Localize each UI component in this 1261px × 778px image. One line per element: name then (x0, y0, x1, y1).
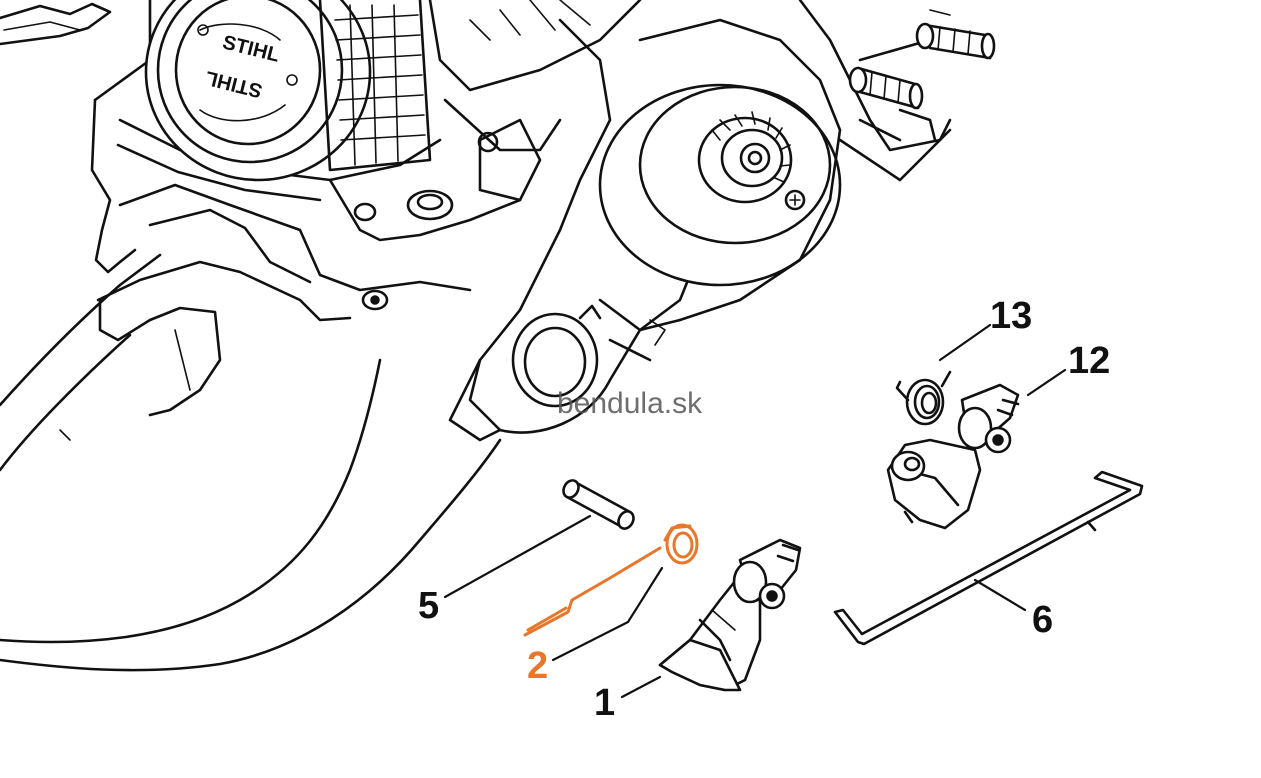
callout-12: 12 (1068, 340, 1110, 382)
leader-6 (973, 578, 1027, 612)
part-12-lever (886, 383, 1020, 530)
stud-bolt-lower (848, 66, 924, 110)
chainsaw-body-illustration: STIHL STIHL (0, 0, 996, 672)
watermark-text: bendula.sk (557, 387, 703, 420)
cylinder-fins (318, 0, 432, 172)
leader-13 (938, 323, 992, 362)
leader-12 (1026, 368, 1067, 397)
callout-2: 2 (527, 645, 548, 687)
leader-2 (551, 566, 664, 662)
callout-labels: 13 12 5 6 2 1 (418, 295, 1110, 724)
stud-bolt-upper (915, 22, 996, 60)
part-5-pin (562, 479, 635, 530)
leader-1 (620, 675, 662, 699)
callout-1: 1 (594, 682, 615, 724)
part-13-spring (895, 370, 952, 426)
part-6-rod (833, 470, 1144, 646)
callout-5: 5 (418, 585, 439, 627)
callout-13: 13 (990, 295, 1032, 337)
part-2-spring-highlighted (523, 523, 699, 637)
leader-5 (443, 514, 592, 599)
leader-lines (443, 323, 1067, 699)
part-1-trigger (658, 538, 802, 692)
callout-6: 6 (1032, 599, 1053, 641)
